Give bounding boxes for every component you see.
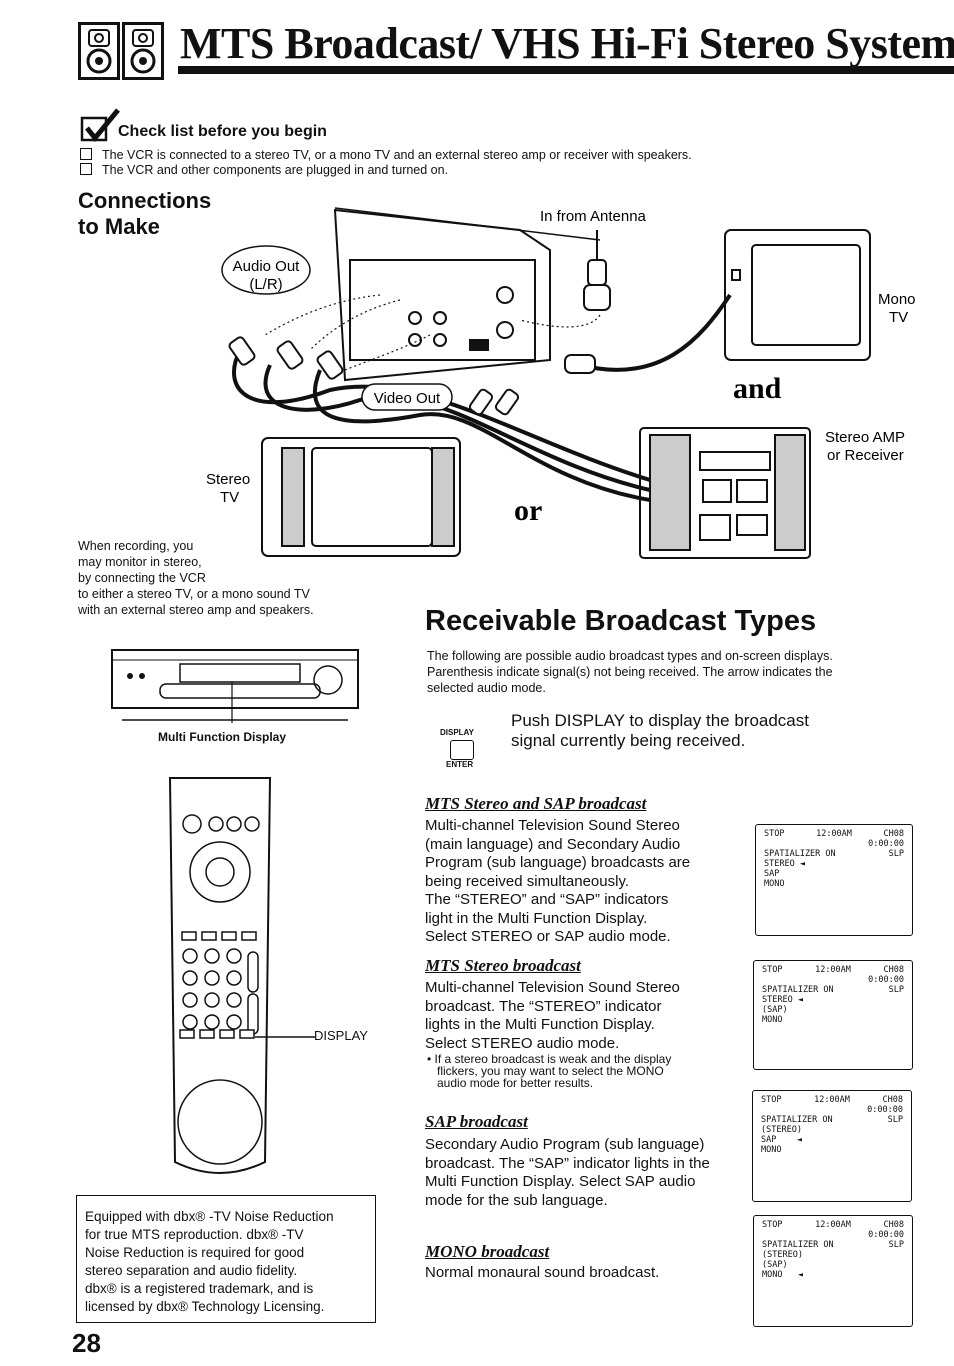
audio-out-callout [221,245,311,295]
multi-function-display-label: Multi Function Display [158,730,286,744]
enter-button-label: ENTER [446,760,474,769]
section-body-stereo-sap: Multi-channel Television Sound Stereo (m… [425,817,691,945]
multi-function-display [179,663,301,683]
section-body-stereo: Multi-channel Television Sound Stereo br… [425,979,680,1052]
connections-heading: Connections to Make [78,188,212,239]
in-from-antenna-label: In from Antenna [540,208,647,225]
stereo-amp-label-line2: or Receiver [827,447,904,464]
mono-tv-label-line1: Mono [878,291,916,308]
video-out-label: Video Out [374,390,441,407]
display-button-on-remote [239,1029,255,1039]
checklist-item: The VCR is connected to a stereo TV, or … [80,148,692,162]
section-body-mono: Normal monaural sound broadcast. [425,1264,660,1281]
antenna-plug-icon [583,230,611,311]
connection-diagram: Audio Out (L/R) Video Out In from Antenn… [206,207,916,559]
audio-out-label-line1: Audio Out [233,258,301,275]
stereo-tv-icon [261,437,461,557]
vcr-rear-panel [333,208,551,382]
speaker-icon-left [78,22,120,80]
title-rule [178,66,954,74]
jog-dial-icon [313,665,343,695]
stereo-tv-label-line2: TV [220,489,239,506]
and-label: and [733,372,782,405]
dbx-note-box: Equipped with dbx® -TV Noise Reduction f… [76,1195,376,1323]
stereo-amp-icon [639,427,811,559]
checkbox-icon [80,148,92,160]
stereo-tv-label-line1: Stereo [206,471,250,488]
audio-out-label-line2: (L/R) [249,276,282,293]
page-number: 28 [72,1328,101,1358]
checklist-item: The VCR and other components are plugged… [80,163,448,177]
section-body-sap: Secondary Audio Program (sub language) b… [425,1136,710,1209]
stereo-amp-label-line1: Stereo AMP [825,429,905,446]
mono-tv-label-line2: TV [889,309,908,326]
display-button-label: DISPLAY [440,728,474,737]
receivable-heading: Receivable Broadcast Types [425,605,817,637]
display-leader-line [255,1036,315,1038]
section-heading-stereo-sap: MTS Stereo and SAP broadcast [425,794,647,813]
checkmark-icon [80,108,122,149]
recording-note: When recording, you may monitor in stere… [78,539,314,617]
or-label: or [514,494,542,527]
checkbox-icon [80,163,92,175]
remote-control-illustration [168,777,272,1174]
stereo-note-bullet: • If a stereo broadcast is weak and the … [427,1052,672,1090]
vcr-front-illustration [111,649,359,723]
video-out-callout [361,383,453,411]
receivable-intro: The following are possible audio broadca… [427,649,833,695]
dotted-leads [264,294,601,371]
remote-display-label: DISPLAY [314,1028,368,1043]
leader-line [334,207,601,241]
page-title: MTS Broadcast/ VHS Hi-Fi Stereo System [180,19,954,68]
rca-plug-icons [228,336,596,416]
display-enter-button-icon [450,740,474,760]
push-display-instruction: Push DISPLAY to display the broadcast si… [511,711,809,750]
mono-tv-icon [724,229,871,361]
section-heading-stereo: MTS Stereo broadcast [425,956,581,975]
section-heading-mono: MONO broadcast [425,1242,550,1261]
checklist-heading: Check list before you begin [118,123,327,140]
section-heading-sap: SAP broadcast [425,1112,528,1131]
speaker-icon-right [122,22,164,80]
